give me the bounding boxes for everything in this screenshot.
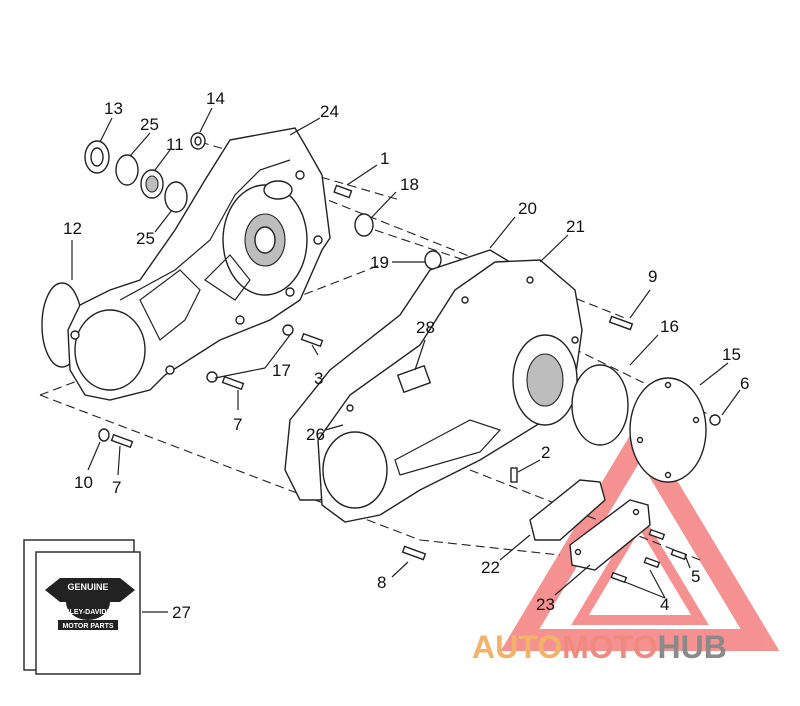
bolt-7a bbox=[221, 375, 245, 391]
part-label-14: 14 bbox=[206, 89, 225, 108]
screw-4a bbox=[610, 571, 628, 584]
bolt-3 bbox=[300, 332, 324, 348]
part-label-27: 27 bbox=[172, 603, 191, 622]
part-label-22: 22 bbox=[481, 558, 500, 577]
part-label-8: 8 bbox=[377, 573, 386, 592]
screw-5a bbox=[648, 528, 666, 541]
bushing bbox=[190, 132, 206, 150]
part-label-23: 23 bbox=[536, 595, 555, 614]
watermark-logo: AUTOMOTOHUB bbox=[472, 629, 727, 665]
part-label-4: 4 bbox=[660, 595, 669, 614]
part-label-15: 15 bbox=[722, 345, 741, 364]
part-label-9: 9 bbox=[648, 267, 657, 286]
retaining-ring-outer bbox=[115, 154, 139, 186]
bearing bbox=[140, 169, 164, 199]
screw-5b bbox=[670, 548, 688, 561]
washer-10 bbox=[98, 428, 110, 442]
washer-17b bbox=[206, 371, 218, 383]
derby-screw bbox=[709, 414, 721, 426]
part-label-1: 1 bbox=[380, 149, 389, 168]
inspection-window bbox=[396, 364, 432, 394]
washer-17a bbox=[282, 324, 294, 336]
screw-2 bbox=[510, 467, 518, 483]
watermark-text: AUTOMOTOHUB bbox=[472, 629, 727, 665]
bolt-8 bbox=[401, 545, 427, 561]
part-label-11: 11 bbox=[166, 135, 184, 154]
badge-top-text: GENUINE bbox=[67, 582, 108, 592]
badge-bottom-text: MOTOR PARTS bbox=[62, 623, 113, 630]
part-label-25-upper: 25 bbox=[140, 115, 159, 134]
part-label-28: 28 bbox=[416, 318, 435, 337]
bolt-7b bbox=[110, 433, 134, 449]
part-labels: 13 14 25 24 11 1 18 25 20 12 21 19 9 16 … bbox=[63, 89, 749, 622]
part-label-20: 20 bbox=[518, 199, 537, 218]
watermark-hub: HUB bbox=[657, 629, 726, 665]
part-label-24: 24 bbox=[320, 102, 339, 121]
part-label-21: 21 bbox=[566, 217, 585, 236]
watermark-auto: AUTO bbox=[472, 629, 562, 665]
part-label-6: 6 bbox=[740, 374, 749, 393]
part-label-26: 26 bbox=[306, 425, 325, 444]
inspection-cover-gasket bbox=[529, 479, 606, 541]
plug bbox=[424, 250, 442, 270]
outer-primary-cover bbox=[317, 259, 583, 523]
part-label-13: 13 bbox=[104, 99, 123, 118]
part-label-25-lower: 25 bbox=[136, 229, 155, 248]
part-label-17: 17 bbox=[272, 361, 291, 380]
retaining-ring-inner bbox=[164, 181, 188, 213]
long-bolt-9 bbox=[608, 315, 634, 331]
leader-lines bbox=[71, 107, 741, 613]
part-label-2: 2 bbox=[541, 443, 550, 462]
part-label-5: 5 bbox=[691, 567, 700, 586]
screw-4b bbox=[643, 556, 661, 569]
badge-middle-text: HARLEY-DAVIDSON bbox=[54, 609, 121, 616]
part-label-18: 18 bbox=[400, 175, 419, 194]
derby-cover bbox=[629, 377, 707, 483]
watermark-moto: MOTO bbox=[562, 629, 657, 665]
part-label-3: 3 bbox=[314, 369, 323, 388]
dowel-pin bbox=[333, 184, 353, 199]
part-label-10: 10 bbox=[74, 473, 93, 492]
part-label-19: 19 bbox=[370, 253, 389, 272]
clutch-cover-o-ring bbox=[571, 364, 629, 446]
part-label-7-upper: 7 bbox=[233, 415, 242, 434]
shaft-bushing bbox=[354, 213, 374, 237]
part-label-12: 12 bbox=[63, 219, 82, 238]
inner-primary-housing bbox=[67, 127, 331, 401]
oil-seal bbox=[84, 140, 110, 174]
part-label-16: 16 bbox=[660, 317, 679, 336]
inspection-cover bbox=[569, 499, 651, 571]
part-label-7-lower: 7 bbox=[112, 478, 121, 497]
genuine-parts-badge: GENUINE HARLEY-DAVIDSON MOTOR PARTS bbox=[23, 539, 141, 675]
